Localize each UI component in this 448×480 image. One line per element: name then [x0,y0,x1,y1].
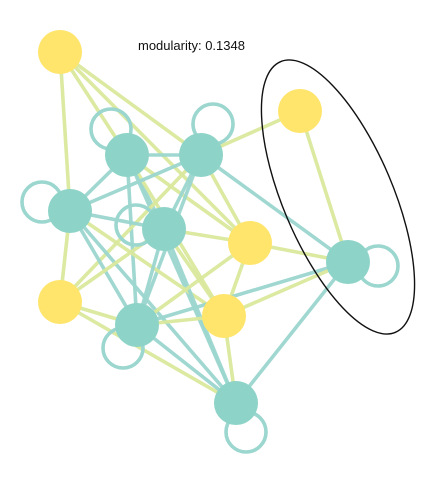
node-t2 [179,133,223,177]
node-y4 [202,294,246,338]
edge-y1-t5 [298,110,350,263]
node-y0 [38,30,82,74]
node-t3 [48,189,92,233]
edge-y3-t7 [59,300,237,405]
edge-t3-t6 [68,210,139,326]
edge-t7-t5 [234,260,350,405]
edge-y0-t2 [58,50,203,157]
edge-t3-t7 [68,209,238,405]
edge-y0-y2 [58,50,252,245]
node-y1 [278,89,322,133]
edge-y2-t6 [135,241,252,327]
edge-t2-t3 [69,153,202,213]
node-y2 [228,221,272,265]
edge-t2-t5 [199,153,350,264]
edge-t4-t7 [162,228,238,404]
edge-t6-t5 [136,260,349,327]
nodes-layer [38,30,370,425]
edge-t1-t6 [125,154,139,326]
node-y3 [38,280,82,324]
node-t1 [105,133,149,177]
node-t4 [142,207,186,251]
edge-t2-y3 [58,153,203,304]
node-t5 [326,240,370,284]
edge-t3-y4 [68,209,226,318]
node-t6 [115,303,159,347]
node-t7 [214,381,258,425]
community-outline [260,59,416,335]
edge-t1-y2 [125,153,252,245]
edge-y0-t3 [58,51,72,212]
edge-y4-t5 [223,260,349,318]
modularity-label: modularity: 0.1348 [138,38,245,53]
